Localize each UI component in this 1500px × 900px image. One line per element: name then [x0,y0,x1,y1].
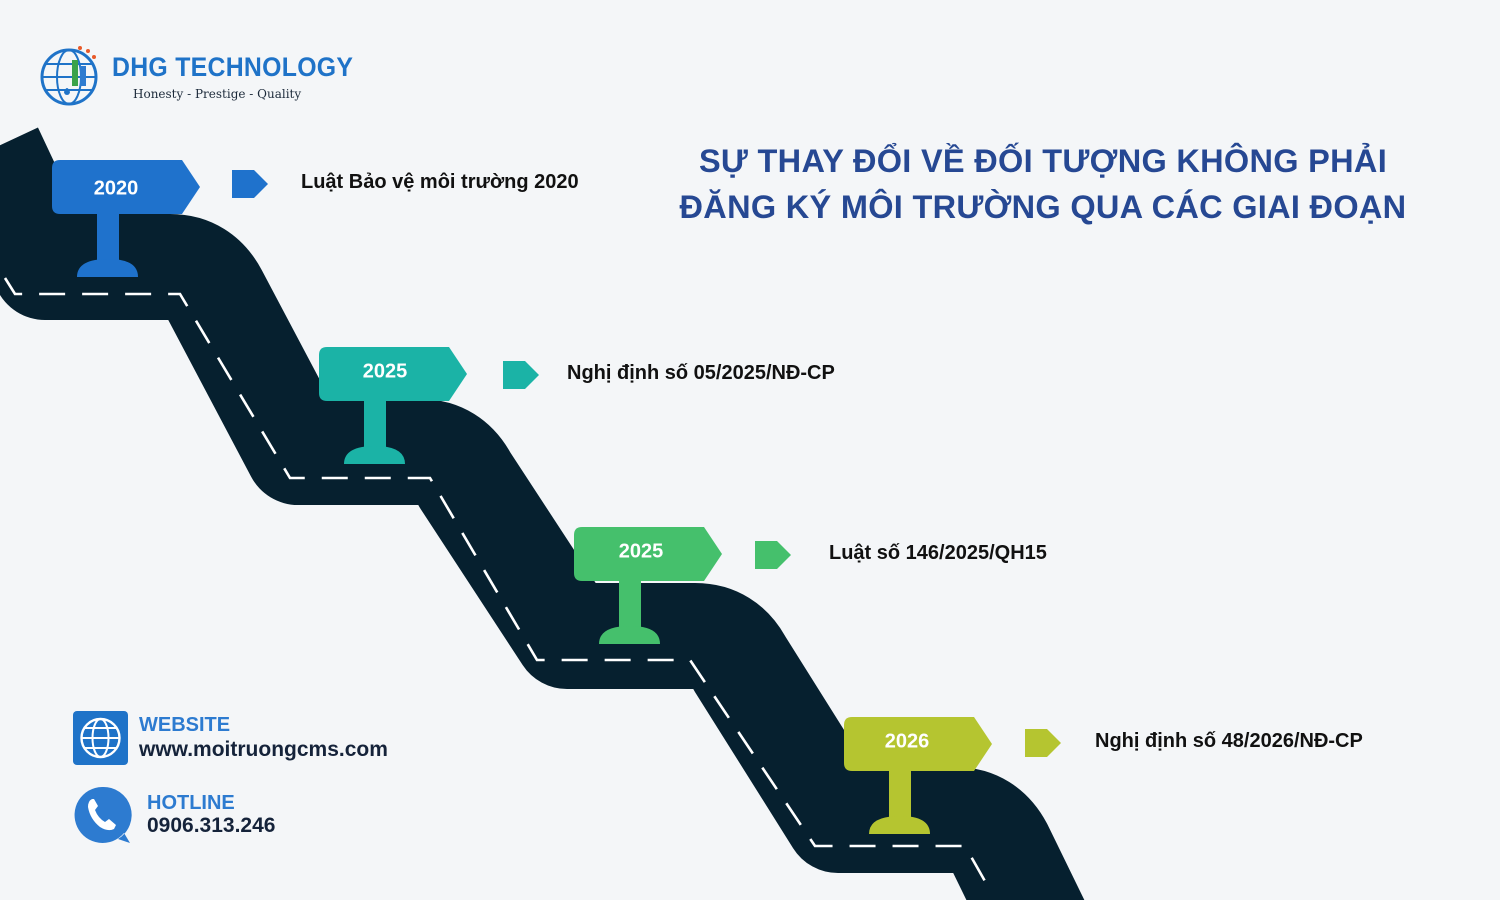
website-heading: WEBSITE [139,714,231,736]
milestone-2020-sign: 2020 [52,160,200,277]
website-url[interactable]: www.moitruongcms.com [139,738,388,761]
brand-logo: DHG TECHNOLOGY Honesty - Prestige - Qual… [36,42,353,106]
globe-icon [73,711,128,765]
phone-icon [74,786,132,843]
milestone-label: Luật số 146/2025/QH15 [829,542,1047,564]
hotline-contact: HOTLINE 0906.313.246 [72,785,332,845]
pointer-arrow-icon [755,541,791,569]
milestone-2025b-sign: 2025 [574,527,722,644]
website-contact: WEBSITE www.moitruongcms.com [73,711,413,767]
milestone-label: Nghị định số 48/2026/NĐ-CP [1095,730,1363,752]
pointer-arrow-icon [503,361,539,389]
milestone-year: 2025 [363,360,408,382]
globe-logo-icon [40,46,98,106]
hotline-number[interactable]: 0906.313.246 [147,814,276,837]
milestone-2025-sign: 2025 [319,347,467,464]
milestone-year: 2020 [94,177,139,199]
title-line-1: SỰ THAY ĐỔI VỀ ĐỐI TƯỢNG KHÔNG PHẢI [698,143,1388,179]
hotline-heading: HOTLINE [147,792,235,814]
milestone-2026-sign: 2026 [844,717,992,834]
milestone-label: Nghị định số 05/2025/NĐ-CP [567,362,835,384]
brand-name: DHG TECHNOLOGY [112,52,354,82]
milestone-year: 2025 [619,540,664,562]
pointer-arrow-icon [232,170,268,198]
title-line-2: ĐĂNG KÝ MÔI TRƯỜNG QUA CÁC GIAI ĐOẠN [679,189,1407,225]
milestone-label: Luật Bảo vệ môi trường 2020 [301,171,579,193]
milestone-year: 2026 [885,730,930,752]
page-title: SỰ THAY ĐỔI VỀ ĐỐI TƯỢNG KHÔNG PHẢI ĐĂNG… [620,138,1466,230]
pointer-arrow-icon [1025,729,1061,757]
brand-tagline: Honesty - Prestige - Quality [133,87,302,101]
